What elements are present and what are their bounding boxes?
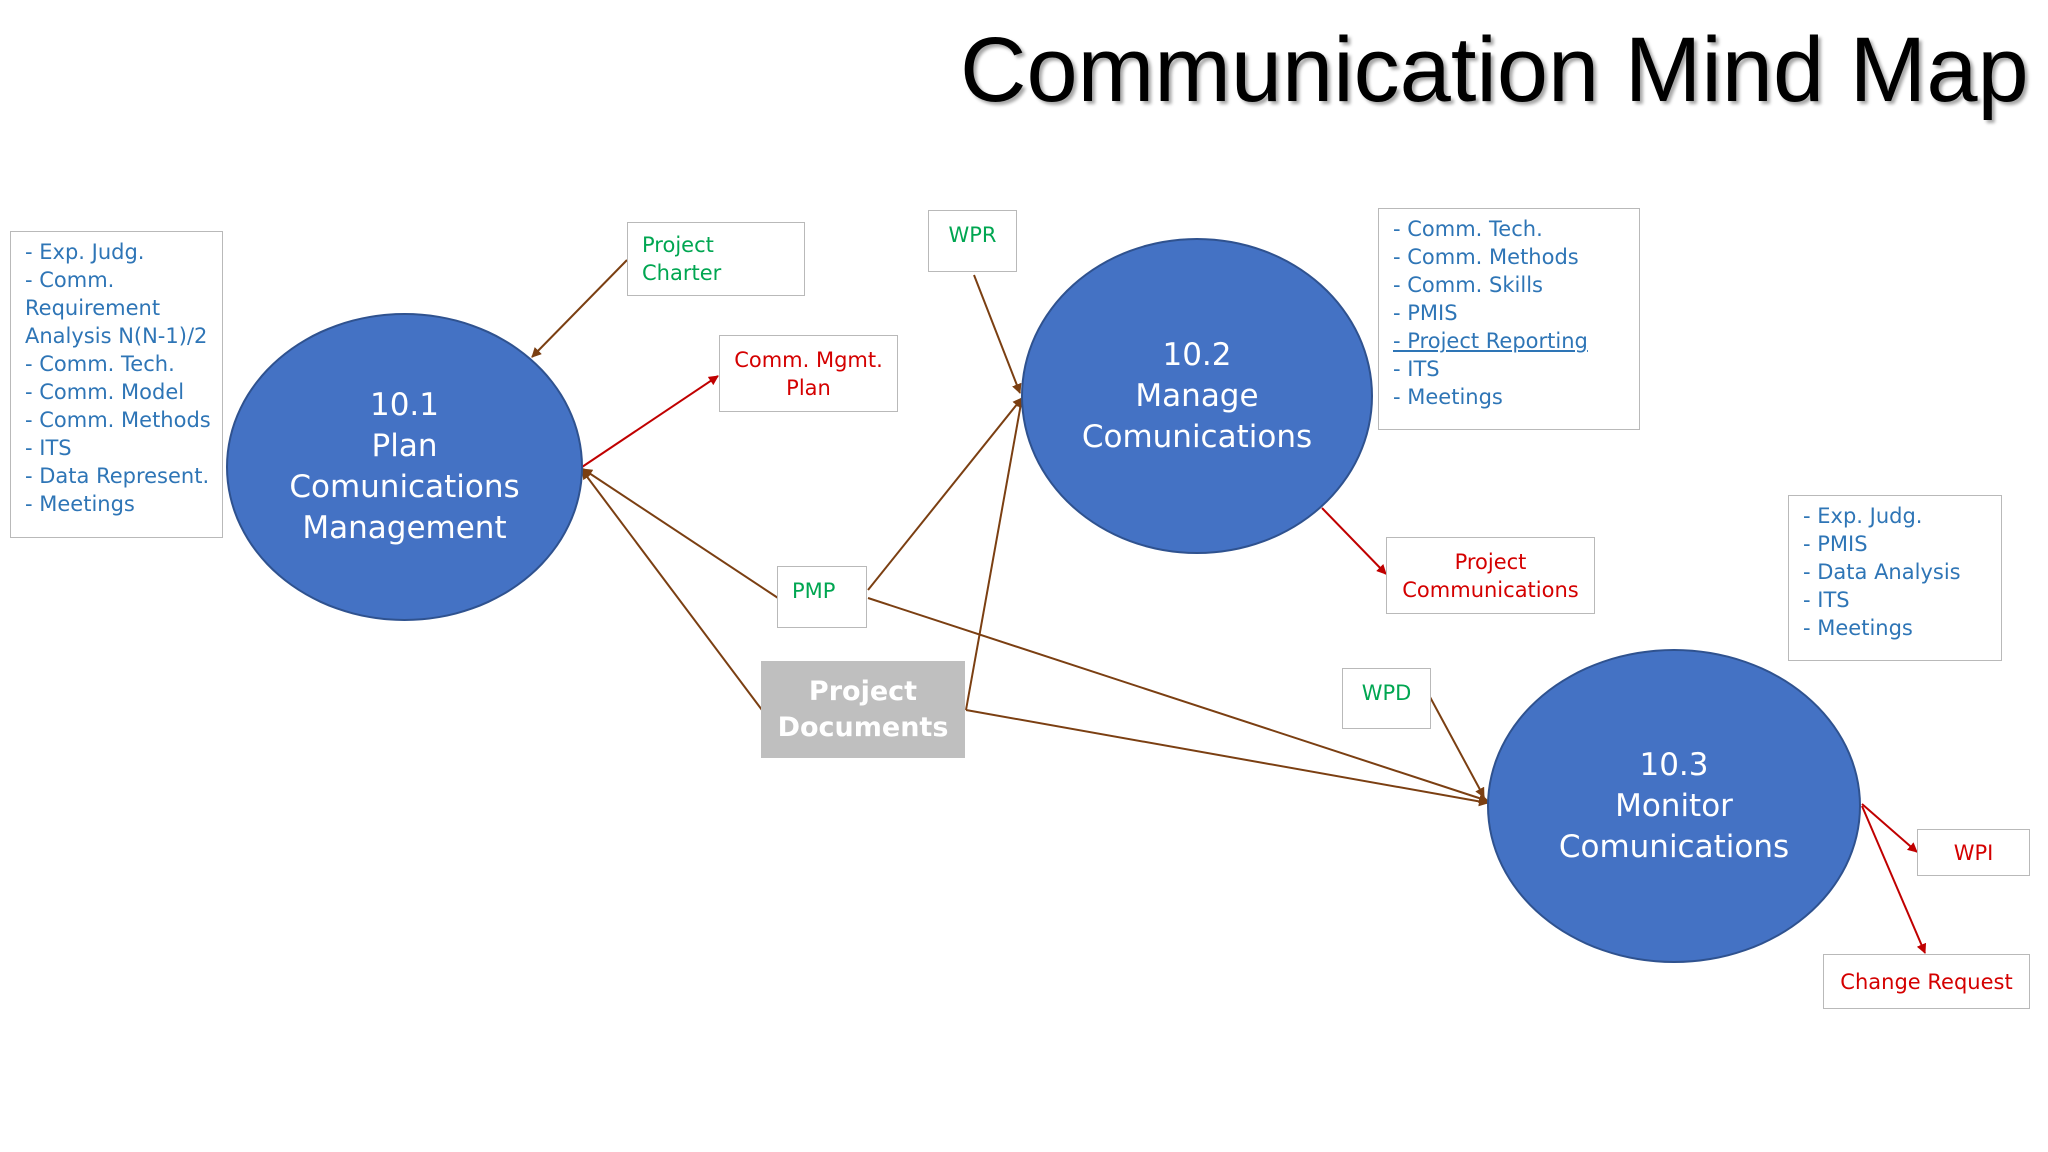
list-item: - ITS — [25, 436, 72, 460]
input-label: Charter — [642, 261, 722, 285]
input-label: Documents — [777, 711, 949, 743]
process-node-manage: 10.2 Manage Comunications — [1021, 238, 1373, 554]
arrow-docs-to-monitor — [965, 709, 1489, 807]
node-label: Manage — [1135, 377, 1259, 414]
arrow-wpr-to-manage — [973, 274, 1022, 394]
list-item: - Comm. Model — [25, 380, 185, 404]
list-item: - Data Represent. — [25, 464, 210, 488]
input-pmp: PMP — [777, 566, 867, 628]
monitor-tools-list: - Exp. Judg. - PMIS - Data Analysis - IT… — [1788, 495, 2002, 661]
arrow-charter-to-plan — [531, 259, 628, 358]
node-number: 10.3 — [1639, 746, 1709, 783]
node-label: Comunications — [1081, 418, 1313, 455]
arrow-wpd-to-monitor — [1429, 696, 1485, 798]
list-item: Analysis N(N-1)/2 — [25, 324, 208, 348]
arrow-monitor-to-wpi — [1861, 803, 1918, 853]
arrow-docs-to-plan — [581, 469, 763, 711]
list-item-link[interactable]: - Project Reporting — [1393, 329, 1588, 353]
arrow-pmp-to-monitor — [867, 597, 1489, 803]
output-wpi: WPI — [1917, 829, 2030, 876]
output-project-communications: Project Communications — [1386, 537, 1595, 614]
list-item: - Comm. Tech. — [1393, 217, 1543, 241]
process-node-monitor: 10.3 Monitor Comunications — [1487, 649, 1861, 963]
output-label: Plan — [786, 375, 831, 400]
node-label: Plan — [371, 428, 438, 464]
page-title: Communication Mind Map — [960, 19, 2029, 121]
list-item: - Data Analysis — [1803, 560, 1961, 584]
node-number: 10.1 — [369, 387, 440, 423]
list-item: - Meetings — [25, 492, 135, 516]
node-label: Management — [302, 510, 507, 546]
input-label: WPR — [948, 223, 997, 247]
process-node-plan: 10.1 Plan Comunications Management — [226, 313, 583, 621]
list-item: - Meetings — [1803, 616, 1913, 640]
arrow-docs-to-manage — [965, 397, 1026, 711]
list-item: - Comm. Methods — [1393, 245, 1579, 269]
list-item: - Comm. Tech. — [25, 352, 175, 376]
list-item: - Exp. Judg. — [1803, 504, 1923, 528]
node-label: Monitor — [1615, 787, 1733, 824]
arrow-pmp-to-manage — [867, 397, 1023, 591]
input-wpr: WPR — [928, 210, 1017, 272]
list-item: - ITS — [1393, 357, 1440, 381]
output-change-request: Change Request — [1823, 954, 2030, 1009]
plan-tools-list: - Exp. Judg. - Comm. Requirement Analysi… — [10, 231, 223, 538]
manage-tools-list: - Comm. Tech. - Comm. Methods - Comm. Sk… — [1378, 208, 1640, 430]
output-label: Change Request — [1840, 969, 2013, 994]
output-comm-mgmt-plan: Comm. Mgmt. Plan — [719, 335, 898, 412]
list-item: - Comm. Skills — [1393, 273, 1543, 297]
node-number: 10.2 — [1162, 336, 1232, 373]
output-label: Communications — [1402, 577, 1579, 602]
node-label: Comunications — [1558, 828, 1790, 865]
input-project-charter: Project Charter — [627, 222, 805, 296]
input-label: PMP — [792, 579, 836, 603]
arrow-plan-to-commplan — [581, 375, 719, 468]
input-label: WPD — [1361, 681, 1412, 705]
node-label: Comunications — [289, 469, 520, 505]
output-label: WPI — [1953, 840, 1994, 865]
arrow-pmp-to-plan — [582, 468, 779, 599]
input-wpd: WPD — [1342, 668, 1431, 729]
list-item: - PMIS — [1803, 532, 1868, 556]
list-item: Requirement — [25, 296, 161, 320]
list-item: - Meetings — [1393, 385, 1503, 409]
arrow-manage-to-projcomm — [1321, 507, 1387, 575]
arrow-monitor-to-change-request — [1861, 805, 1927, 954]
input-label: Project — [808, 675, 918, 707]
list-item: - Exp. Judg. — [25, 240, 145, 264]
list-item: - Comm. Methods — [25, 408, 211, 432]
input-label: Project — [642, 233, 714, 257]
list-item: - ITS — [1803, 588, 1850, 612]
output-label: Comm. Mgmt. — [734, 347, 883, 372]
input-project-documents: Project Documents — [761, 661, 965, 758]
list-item: - Comm. — [25, 268, 115, 292]
output-label: Project — [1454, 549, 1527, 574]
list-item: - PMIS — [1393, 301, 1458, 325]
